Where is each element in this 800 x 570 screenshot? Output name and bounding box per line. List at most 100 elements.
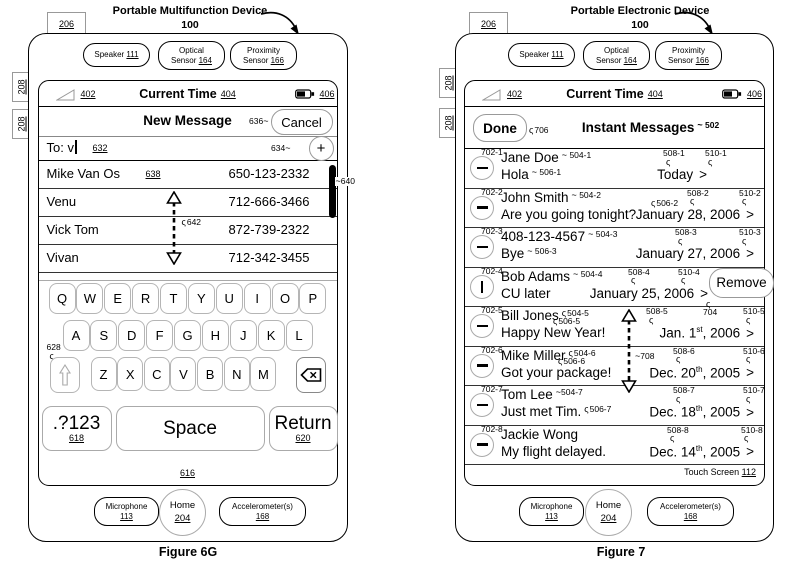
key-g[interactable]: G: [174, 320, 201, 351]
message-row[interactable]: 702-2 John Smith 504-2 Are you going ton…: [465, 188, 764, 229]
delete-toggle-button[interactable]: [470, 156, 494, 180]
contact-row[interactable]: Venu 712-666-3466: [39, 188, 337, 217]
home-button[interactable]: Home 204: [585, 489, 632, 536]
return-key[interactable]: Return 620: [269, 406, 338, 451]
detail-chevron[interactable]: >: [746, 326, 754, 341]
ref-506-7: 506-7: [590, 404, 612, 414]
key-q[interactable]: Q: [49, 283, 76, 314]
ref-508-1: 508-1: [663, 149, 685, 164]
message-date: January 27, 2006>: [636, 246, 754, 261]
key-m[interactable]: M: [250, 357, 276, 391]
key-u[interactable]: U: [216, 283, 243, 314]
cancel-button[interactable]: Cancel: [271, 109, 333, 135]
key-l[interactable]: L: [286, 320, 313, 351]
minus-icon: [477, 404, 488, 407]
ref-508-8: 508-8: [667, 426, 689, 441]
remove-button[interactable]: Remove: [709, 268, 774, 298]
detail-chevron[interactable]: >: [746, 405, 754, 420]
message-row[interactable]: 702-3 408-123-4567 504-3 Bye 506-3 508-3…: [465, 227, 764, 268]
left-device-frame: Speaker 111 Optical Sensor 164 Proximity…: [28, 33, 348, 542]
keyboard-row-1: Q W E R T Y U I O P: [49, 283, 327, 314]
message-row[interactable]: 702-6 Mike Miller504-6 506-6 Got your pa…: [465, 346, 764, 387]
delete-toggle-button[interactable]: [470, 354, 494, 378]
key-z[interactable]: Z: [91, 357, 117, 391]
ref-box-206: 206: [47, 12, 86, 35]
message-row[interactable]: 702-1 Jane Doe 504-1 Hola 506-1 508-1 51…: [465, 148, 764, 189]
delete-toggle-button[interactable]: [470, 196, 494, 220]
ref-632: 632: [93, 144, 108, 153]
detail-chevron[interactable]: >: [699, 167, 707, 182]
message-row[interactable]: 702-7 Tom Lee504-7 Just met Tim.506-7 50…: [465, 385, 764, 426]
backspace-key[interactable]: [296, 357, 326, 393]
message-sender: Bill Jones: [501, 308, 559, 323]
ref-404: 404: [648, 89, 663, 99]
detail-chevron[interactable]: >: [746, 444, 754, 459]
key-a[interactable]: A: [63, 320, 90, 351]
home-button[interactable]: Home 204: [159, 489, 206, 536]
contact-row[interactable]: Mike Van Os 638 650-123-2332: [39, 160, 337, 189]
delete-toggle-button[interactable]: [470, 235, 494, 259]
detail-chevron[interactable]: >: [746, 246, 754, 261]
message-preview: Hola: [501, 167, 529, 182]
key-f[interactable]: F: [146, 320, 173, 351]
key-y[interactable]: Y: [188, 283, 215, 314]
figure-7-caption: Figure 7: [556, 545, 686, 559]
key-p[interactable]: P: [299, 283, 326, 314]
message-sender: Jackie Wong: [501, 427, 578, 442]
shift-key[interactable]: [50, 357, 80, 393]
detail-chevron[interactable]: >: [746, 207, 754, 222]
contact-phone: 712-342-3455: [229, 250, 310, 265]
message-row[interactable]: 702-4 Bob Adams 504-4 CU later 508-4 510…: [465, 267, 764, 308]
key-n[interactable]: N: [224, 357, 250, 391]
scrollbar[interactable]: [329, 165, 336, 218]
symbols-key[interactable]: .?123 618: [42, 406, 112, 451]
speaker-label: Speaker 111: [508, 43, 575, 67]
key-x[interactable]: X: [117, 357, 143, 391]
left-device-title-text: Portable Multifunction Device: [95, 5, 285, 19]
delete-confirm-button[interactable]: [470, 275, 494, 299]
keyboard-row-3: Z X C V B N M: [91, 357, 277, 391]
key-c[interactable]: C: [144, 357, 170, 391]
message-date: January 28, 2006>: [636, 207, 754, 222]
key-e[interactable]: E: [104, 283, 131, 314]
message-sender: Jane Doe: [501, 150, 559, 165]
key-v[interactable]: V: [170, 357, 196, 391]
delete-toggle-button[interactable]: [470, 433, 494, 457]
key-s[interactable]: S: [90, 320, 117, 351]
message-date: Jan. 1st, 2006>: [660, 325, 754, 341]
to-field-row[interactable]: To: v 632 634 +: [39, 136, 337, 161]
add-contact-button[interactable]: +: [309, 136, 334, 161]
key-k[interactable]: K: [258, 320, 285, 351]
done-button[interactable]: Done: [473, 114, 527, 142]
im-title: Instant Messages 502: [541, 120, 760, 135]
message-preview: Just met Tim.: [501, 404, 581, 419]
ref-506-1: 506-1: [539, 167, 561, 177]
status-time: Current Time 404: [39, 81, 337, 106]
message-row[interactable]: 702-5 Bill Jones504-5 506-5 Happy New Ye…: [465, 306, 764, 347]
ref-508-4: 508-4: [628, 268, 650, 283]
ref-504-1: 504-1: [569, 150, 591, 160]
minus-icon: [477, 206, 488, 209]
key-b[interactable]: B: [197, 357, 223, 391]
contact-row[interactable]: Vivan 712-342-3455: [39, 244, 337, 273]
message-sender: John Smith: [501, 190, 569, 205]
ref-406: 406: [747, 90, 762, 99]
delete-toggle-button[interactable]: [470, 314, 494, 338]
key-j[interactable]: J: [230, 320, 257, 351]
detail-chevron[interactable]: >: [746, 365, 754, 380]
key-i[interactable]: I: [244, 283, 271, 314]
space-key[interactable]: Space: [116, 406, 265, 451]
status-time: Current Time 404: [465, 81, 764, 106]
key-r[interactable]: R: [132, 283, 159, 314]
key-w[interactable]: W: [76, 283, 103, 314]
delete-toggle-button[interactable]: [470, 393, 494, 417]
ref-508-5: 508-5: [646, 307, 668, 322]
key-o[interactable]: O: [272, 283, 299, 314]
message-row[interactable]: 702-8 Jackie Wong My flight delayed. 508…: [465, 425, 764, 466]
message-preview: Are you going tonight?: [501, 207, 636, 222]
message-date: Dec. 18th, 2005>: [649, 404, 754, 420]
key-t[interactable]: T: [160, 283, 187, 314]
key-d[interactable]: D: [118, 320, 145, 351]
ref-504-7: 504-7: [561, 387, 583, 397]
key-h[interactable]: H: [202, 320, 229, 351]
